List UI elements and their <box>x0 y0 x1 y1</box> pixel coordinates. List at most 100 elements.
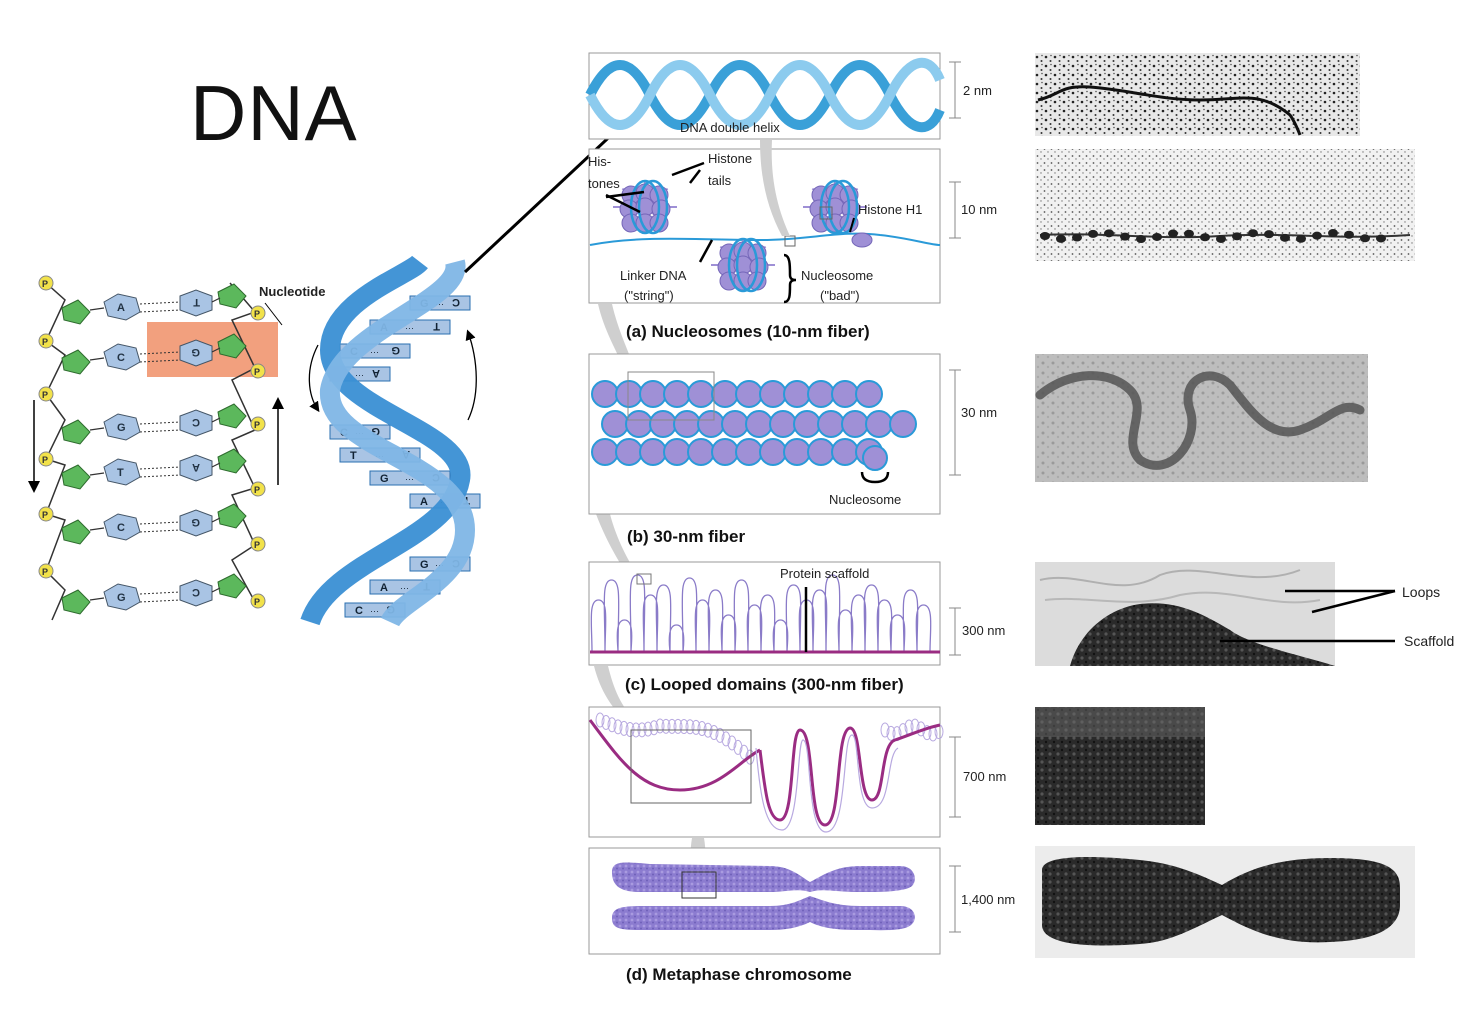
nucleosome-bead <box>1376 234 1386 243</box>
svg-text:···: ··· <box>355 370 364 380</box>
helix-base-left: A <box>420 496 428 508</box>
nucleosome-bead <box>1248 229 1258 238</box>
helix-base-right: C <box>452 296 460 308</box>
phosphate-label: P <box>42 390 48 400</box>
scale-bar-30nm: 30 nm <box>949 369 997 476</box>
base-left-letter: G <box>117 592 126 604</box>
nucleosome-bead <box>1104 229 1114 238</box>
sugar-right <box>217 503 247 529</box>
nucleosome-bead <box>1328 229 1338 238</box>
nucleosome-label-2: ("bad") <box>820 288 860 303</box>
phosphate-right <box>250 481 266 497</box>
phosphate-label: P <box>42 337 48 347</box>
caption-b: (b) 30-nm fiber <box>627 527 745 546</box>
phosphate-left <box>38 386 54 402</box>
svg-text:···: ··· <box>435 299 444 309</box>
nucleosome-bead <box>1200 233 1210 242</box>
nucleosome-bead <box>1296 234 1306 243</box>
caption-a: (a) Nucleosomes (10-nm fiber) <box>626 322 870 341</box>
nucleosome-bead <box>1280 233 1290 242</box>
histone-tails-label-2: tails <box>708 173 732 188</box>
scale-bar-10nm: 10 nm <box>949 181 997 239</box>
nucleosome-bead <box>1232 232 1242 241</box>
base-left-letter: C <box>117 352 125 364</box>
histone-h1-label: Histone H1 <box>858 202 922 217</box>
nucleosome-bead <box>1344 230 1354 239</box>
svg-text:···: ··· <box>370 347 379 357</box>
base-left-letter: A <box>117 302 125 314</box>
histone-tails-label-1: Histone <box>708 151 752 166</box>
nucleosome-bead <box>1056 234 1066 243</box>
base-left-letter: T <box>117 467 124 479</box>
sugar-left <box>61 464 91 490</box>
chromatin-loops <box>590 574 932 653</box>
sugar-left <box>61 349 91 375</box>
nucleosome-bead <box>1072 233 1082 242</box>
panel-condensed-loops <box>588 706 944 838</box>
phosphate-left <box>38 451 54 467</box>
sugar-left <box>61 419 91 445</box>
helix-base-left: T <box>350 450 357 462</box>
scale-bar-300nm: 300 nm <box>949 607 1005 656</box>
sugar-right <box>217 403 247 429</box>
phosphate-right <box>250 416 266 432</box>
base-right-letter: C <box>192 586 200 598</box>
panel-metaphase-chromosome: (d) Metaphase chromosome <box>588 847 941 984</box>
helix-base-left: C <box>355 605 363 617</box>
nucleosome-bead <box>1184 229 1194 238</box>
panel-30nm-fiber: Nucleosome (b) 30-nm fiber <box>588 353 941 546</box>
phosphate-left <box>38 275 54 291</box>
nucleosome-bead <box>1152 232 1162 241</box>
nucleosome-bead <box>1216 234 1226 243</box>
phosphate-right <box>250 305 266 321</box>
phosphate-label: P <box>254 309 260 319</box>
nucleosome-bead <box>1120 232 1130 241</box>
phosphate-left <box>38 506 54 522</box>
nucleosome-bead <box>1168 229 1178 238</box>
helix-base-right: G <box>391 344 400 356</box>
nucleosome-bead <box>1136 234 1146 243</box>
sugar-left <box>61 589 91 615</box>
connector-helix-to-nucleosome <box>760 140 790 236</box>
micrograph-10nm <box>1035 149 1415 261</box>
dna-double-helix-label: DNA double helix <box>680 120 780 135</box>
caption-d: (d) Metaphase chromosome <box>626 965 852 984</box>
phosphate-right <box>250 536 266 552</box>
base-left-letter: C <box>117 522 125 534</box>
phosphate-label: P <box>254 420 260 430</box>
helix-base-right: G <box>371 425 380 437</box>
base-right-letter: T <box>193 296 200 308</box>
scaffold-label: Scaffold <box>1404 633 1454 649</box>
phosphate-right <box>250 593 266 609</box>
scale-label-1400nm: 1,400 nm <box>961 892 1015 907</box>
svg-text:···: ··· <box>405 323 414 333</box>
base-right-letter: G <box>191 346 200 358</box>
scale-label-10nm: 10 nm <box>961 202 997 217</box>
scale-label-2nm: 2 nm <box>963 83 992 98</box>
nucleosome-bead <box>1088 229 1098 238</box>
helix-backbone-2 <box>320 259 476 628</box>
scale-bar-1400nm: 1,400 nm <box>949 865 1015 933</box>
phosphate-label: P <box>42 279 48 289</box>
caption-c: (c) Looped domains (300-nm fiber) <box>625 675 904 694</box>
panel-double-helix: DNA double helix <box>585 52 945 140</box>
micrograph-30nm <box>1035 354 1368 482</box>
micrograph-700nm <box>1035 707 1205 825</box>
panel-looped-domains: Protein scaffold (c) Looped domains (300… <box>588 561 941 694</box>
nucleosome-30nm-label: Nucleosome <box>829 492 901 507</box>
nucleosome-bead <box>1040 232 1050 240</box>
nucleosome-bead <box>1264 230 1274 239</box>
histones-label-2: tones <box>588 176 620 191</box>
phosphate-label: P <box>254 485 260 495</box>
sugar-left <box>61 299 91 325</box>
sugar-right <box>217 333 247 359</box>
svg-text:···: ··· <box>400 583 409 593</box>
scale-bar-700nm: 700 nm <box>949 736 1006 818</box>
histones-label-1: His- <box>588 154 611 169</box>
scale-bars: 2 nm 10 nm 30 nm 300 nm 700 nm 1,400 nm <box>949 61 1015 933</box>
scale-label-300nm: 300 nm <box>962 623 1005 638</box>
helix-base-right: T <box>433 320 440 332</box>
loops-label: Loops <box>1402 584 1440 600</box>
svg-text:···: ··· <box>435 560 444 570</box>
